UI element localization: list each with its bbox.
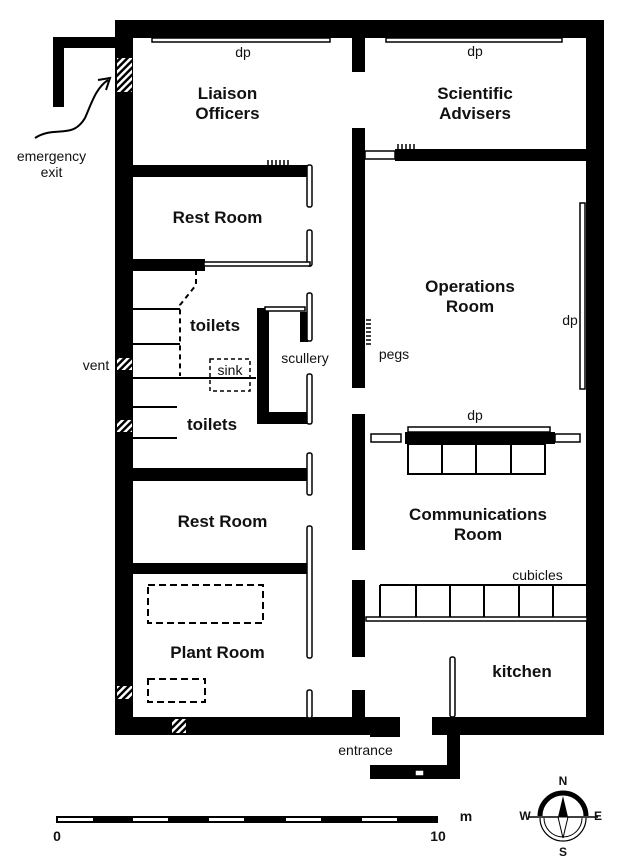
room-label-kitchen: kitchen [492,662,552,681]
vent-hatch-icon [172,719,186,733]
room-label-liaison-officers: Liaison Officers [195,84,260,123]
dp-operations-east-panel [579,202,586,390]
spine-lower [352,580,365,657]
spine-upper [352,128,365,388]
porch-window [414,769,425,777]
emergency-exit-wall-top [53,37,117,48]
comms-window-west [370,433,402,443]
scientific-door [364,150,396,160]
spine-middle [352,414,365,550]
corridor-partition [306,229,313,267]
restroom-thin-wall [203,261,311,267]
south-outer-wall-west [115,717,400,735]
scullery-wall-south [257,412,309,424]
scullery-wall-stub [300,312,308,342]
thin-partitions [151,37,588,777]
pegs-icon [366,319,371,345]
scale-start-label: 0 [53,828,61,844]
comms-desks [407,443,546,475]
corridor-partition [306,525,313,659]
wall-scientific-operations [395,149,604,161]
wall-restroom-plant [133,563,308,574]
label-vent: vent [82,357,110,373]
scale-unit-label: m [459,808,473,824]
label-dp-operations-east: dp [562,312,578,328]
room-label-toilets-upper: toilets [189,316,241,335]
compass-south-label: S [558,845,567,859]
south-outer-wall-east [432,717,604,735]
emergency-exit-hatch-icon [117,58,132,92]
dp-liaison-panel [151,37,331,43]
room-label-operations-room: Operations Room [425,277,515,316]
corridor-partition [306,164,313,208]
scale-bar [56,816,438,823]
compass-west-label: W [519,809,531,823]
spine-bottom [352,690,365,735]
compass-icon [528,790,598,842]
label-dp-scientific: dp [467,43,483,59]
wall-toilets-restroom [133,468,308,481]
spine-top [352,20,365,72]
label-dp-liaison: dp [235,44,251,60]
label-emergency-exit: emergency exit [16,148,87,181]
scullery-thin-top [264,306,306,312]
room-label-scullery: scullery [281,350,329,366]
porch-wall-east [447,717,460,779]
wall-liaison-restroom [133,165,308,177]
emergency-exit-wall-side [53,37,64,107]
label-pegs: pegs [378,346,410,362]
corridor-partition [306,373,313,425]
wall-restroom-toilets [133,259,205,271]
room-label-scientific-advisers: Scientific Advisers [437,84,513,123]
west-outer-wall [115,20,133,735]
label-cubicles: cubicles [512,567,563,583]
room-label-toilets-lower: toilets [186,415,238,434]
cubicles-outline [379,584,586,617]
compass-north-label: N [558,774,568,788]
scullery-wall-west [257,308,269,424]
scale-end-label: 10 [430,828,446,844]
compass-east-label: E [593,809,602,823]
dp-operations-south-panel [407,426,551,433]
entrance-wall-stub [370,717,400,737]
sink-outline [209,358,251,392]
pegs-icon [267,144,415,165]
corridor-partition [306,452,313,496]
vent-hatch-icon [117,420,132,432]
label-dp-operations-south: dp [467,407,483,423]
emergency-exit-arrow-icon [34,76,112,139]
room-label-rest-room-lower: Rest Room [177,512,268,531]
toilet-stalls [133,270,256,439]
corridor-partition [306,689,313,719]
wall-operations-comms [405,432,555,444]
plant-equipment [147,584,264,703]
dp-scientific-panel [385,37,563,43]
label-sink: sink [217,362,243,378]
vent-hatch-icon [117,358,132,370]
cubicle-rail [365,616,588,622]
vent-hatch-icon [117,686,132,699]
kitchen-door [449,656,456,718]
walls [53,20,604,779]
room-label-communications-room: Communications Room [409,505,547,544]
vents [117,58,186,733]
room-label-rest-room-upper: Rest Room [172,208,263,227]
corridor-partition [306,292,313,342]
east-outer-wall [586,20,604,735]
label-entrance: entrance [338,742,393,758]
comms-window-east [554,433,581,443]
room-label-plant-room: Plant Room [170,643,265,662]
